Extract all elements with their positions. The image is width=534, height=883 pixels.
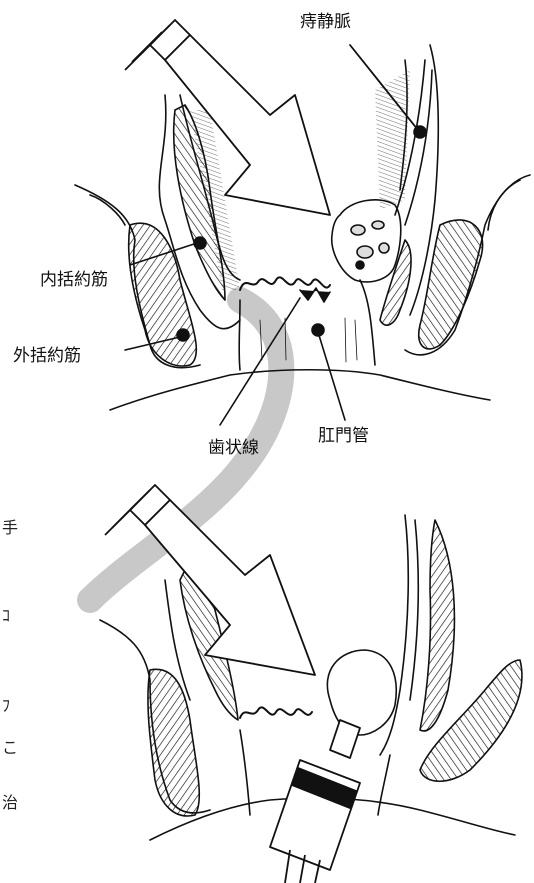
label-anal-canal: 肛門管 — [318, 428, 369, 445]
external-sphincter-left-bottom — [148, 669, 199, 816]
edge-fragment-3: ﾌ — [2, 698, 10, 714]
external-sphincter-dot — [177, 329, 189, 341]
label-internal-sphincter: 内括約筋 — [40, 272, 108, 289]
syringe-arrow-top — [125, 20, 330, 215]
external-sphincter-right — [419, 220, 483, 349]
edge-fragment-1: 手 — [2, 520, 18, 536]
label-dentate-line: 歯状線 — [208, 440, 259, 457]
hemorrhoid-bulge-bottom — [327, 650, 396, 735]
internal-sphincter-right-bottom — [420, 520, 454, 731]
skin-surface-top — [110, 370, 490, 410]
edge-fragment-2: ｺ — [2, 608, 10, 624]
dentate-folds-bottom — [240, 707, 312, 718]
injection-syringe — [270, 720, 360, 883]
leader-anal-canal — [318, 332, 345, 420]
label-hemorrhoid-vein: 痔静脈 — [300, 14, 351, 31]
external-sphincter-left — [129, 223, 197, 366]
hemorrhoid-mass — [332, 200, 401, 282]
right-fine-tissue — [375, 70, 410, 210]
label-external-sphincter: 外括約筋 — [13, 348, 81, 365]
edge-fragment-5: 治 — [2, 795, 18, 811]
edge-fragment-4: こ — [2, 740, 18, 756]
